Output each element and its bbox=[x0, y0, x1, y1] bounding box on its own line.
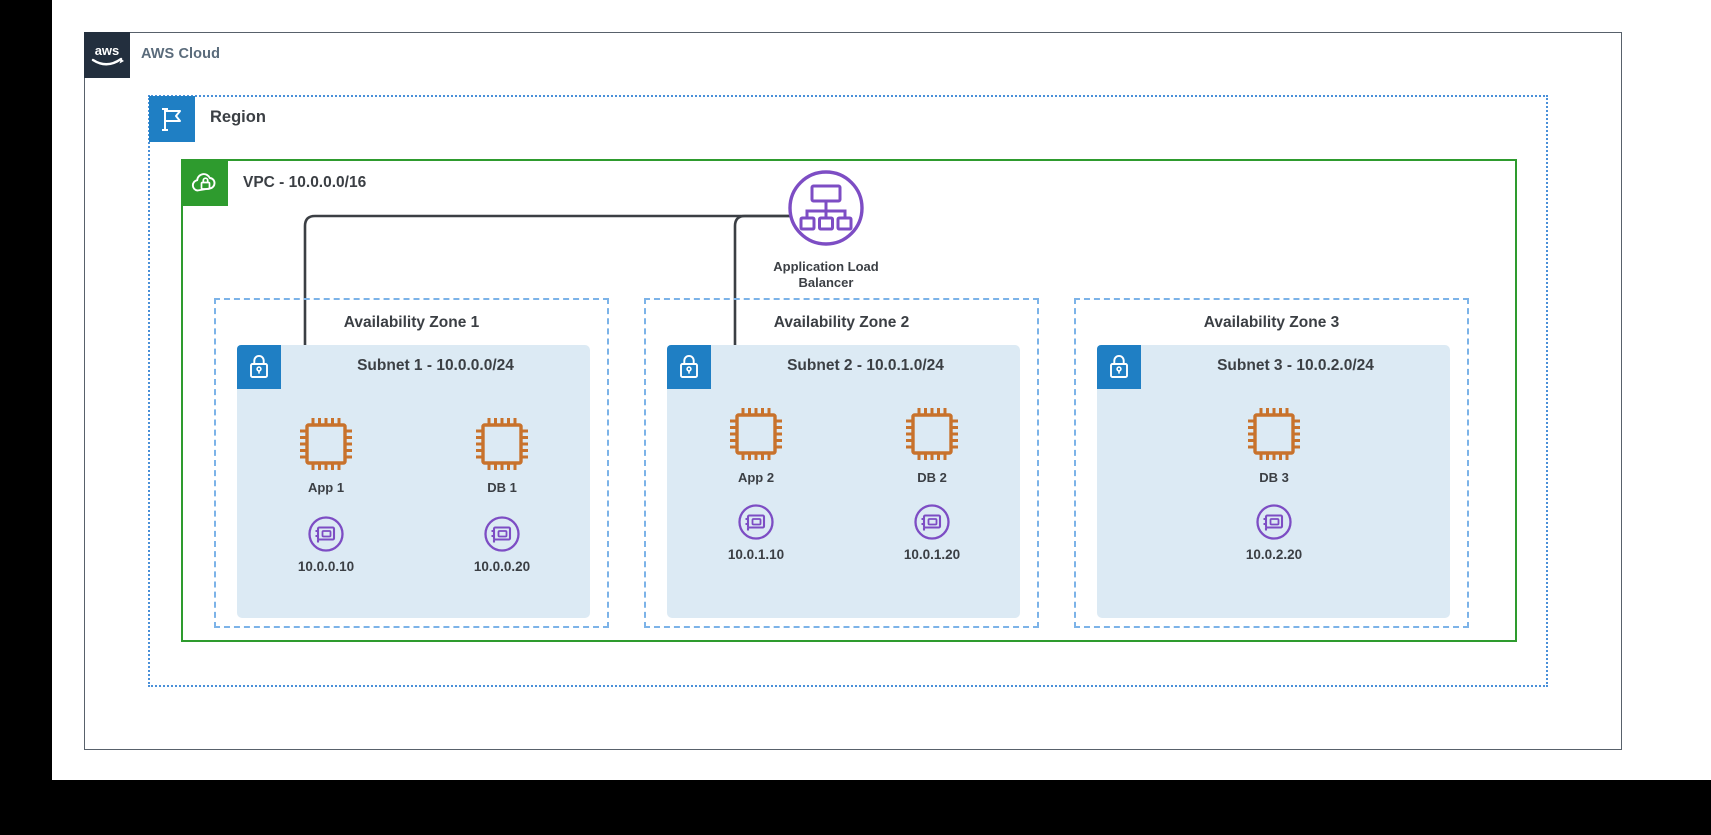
ec2-instance-icon bbox=[730, 408, 782, 460]
ec2-instance-label: DB 3 bbox=[1259, 470, 1289, 485]
network-interface-10-0-2-20[interactable]: 10.0.2.20 bbox=[1214, 503, 1334, 562]
network-interface-label: 10.0.0.20 bbox=[473, 559, 531, 574]
elastic-network-interface-icon bbox=[1256, 504, 1292, 540]
diagram-canvas: aws AWS Cloud Region bbox=[52, 0, 1711, 780]
network-interface-10-0-0-20[interactable]: 10.0.0.20 bbox=[442, 515, 562, 574]
private-subnet-lock-icon bbox=[667, 345, 711, 389]
private-subnet-lock-icon bbox=[1097, 345, 1141, 389]
availability-zone-3-group: Availability Zone 3 Subnet 3 - 10.0.2.0/… bbox=[1074, 298, 1469, 628]
network-interface-label: 10.0.1.10 bbox=[727, 547, 785, 562]
availability-zone-1-group: Availability Zone 1 Subnet 1 - 10.0.0.0/… bbox=[214, 298, 609, 628]
vpc-label: VPC - 10.0.0.0/16 bbox=[243, 174, 367, 191]
ec2-instance-icon bbox=[476, 418, 528, 470]
ec2-instance-icon bbox=[300, 418, 352, 470]
network-interface-label: 10.0.2.20 bbox=[1245, 547, 1303, 562]
ec2-instance-label: App 1 bbox=[307, 480, 345, 495]
application-load-balancer-label: Application Load Balancer bbox=[751, 259, 901, 292]
network-interface-label: 10.0.0.10 bbox=[297, 559, 355, 574]
subnet-2-label: Subnet 2 - 10.0.1.0/24 bbox=[787, 357, 944, 374]
elastic-network-interface-icon bbox=[308, 516, 344, 552]
ec2-instance-label: App 2 bbox=[737, 470, 775, 485]
availability-zone-2-label: Availability Zone 2 bbox=[773, 314, 910, 331]
subnet-3-label: Subnet 3 - 10.0.2.0/24 bbox=[1217, 357, 1374, 374]
alb-label-line2: Balancer bbox=[798, 275, 854, 291]
network-interface-10-0-0-10[interactable]: 10.0.0.10 bbox=[266, 515, 386, 574]
ec2-instance-db-1[interactable]: DB 1 bbox=[442, 413, 562, 495]
ec2-instance-app-2[interactable]: App 2 bbox=[696, 403, 816, 485]
aws-logo-icon: aws bbox=[84, 32, 130, 78]
ec2-instance-db-2[interactable]: DB 2 bbox=[872, 403, 992, 485]
ec2-instance-app-1[interactable]: App 1 bbox=[266, 413, 386, 495]
availability-zone-1-label: Availability Zone 1 bbox=[343, 314, 480, 331]
network-interface-label: 10.0.1.20 bbox=[903, 547, 961, 562]
ec2-instance-db-3[interactable]: DB 3 bbox=[1214, 403, 1334, 485]
availability-zone-3-label: Availability Zone 3 bbox=[1203, 314, 1340, 331]
application-load-balancer-node[interactable]: Application Load Balancer bbox=[751, 168, 901, 292]
ec2-instance-icon bbox=[906, 408, 958, 460]
alb-label-line1: Application Load bbox=[773, 259, 879, 274]
availability-zone-2-group: Availability Zone 2 Subnet 2 - 10.0.1.0/… bbox=[644, 298, 1039, 628]
elastic-network-interface-icon bbox=[738, 504, 774, 540]
subnet-2-group: Subnet 2 - 10.0.1.0/24 bbox=[667, 345, 1020, 618]
vpc-group: VPC - 10.0.0.0/16 bbox=[181, 159, 1517, 642]
application-load-balancer-icon bbox=[788, 170, 864, 246]
ec2-instance-label: DB 2 bbox=[917, 470, 947, 485]
network-interface-10-0-1-20[interactable]: 10.0.1.20 bbox=[872, 503, 992, 562]
region-flag-icon bbox=[149, 96, 195, 142]
svg-text:aws: aws bbox=[95, 43, 120, 58]
vpc-cloud-lock-icon bbox=[182, 160, 228, 206]
subnet-1-label: Subnet 1 - 10.0.0.0/24 bbox=[357, 357, 514, 374]
subnet-3-group: Subnet 3 - 10.0.2.0/24 bbox=[1097, 345, 1450, 618]
private-subnet-lock-icon bbox=[237, 345, 281, 389]
elastic-network-interface-icon bbox=[914, 504, 950, 540]
aws-cloud-label: AWS Cloud bbox=[141, 46, 221, 62]
aws-cloud-group: aws AWS Cloud Region bbox=[84, 32, 1622, 750]
ec2-instance-label: DB 1 bbox=[487, 480, 517, 495]
region-label: Region bbox=[210, 108, 266, 126]
ec2-instance-icon bbox=[1248, 408, 1300, 460]
region-group: Region VPC - 10.0.0.0/16 bbox=[148, 95, 1548, 687]
network-interface-10-0-1-10[interactable]: 10.0.1.10 bbox=[696, 503, 816, 562]
subnet-1-group: Subnet 1 - 10.0.0.0/24 bbox=[237, 345, 590, 618]
elastic-network-interface-icon bbox=[484, 516, 520, 552]
